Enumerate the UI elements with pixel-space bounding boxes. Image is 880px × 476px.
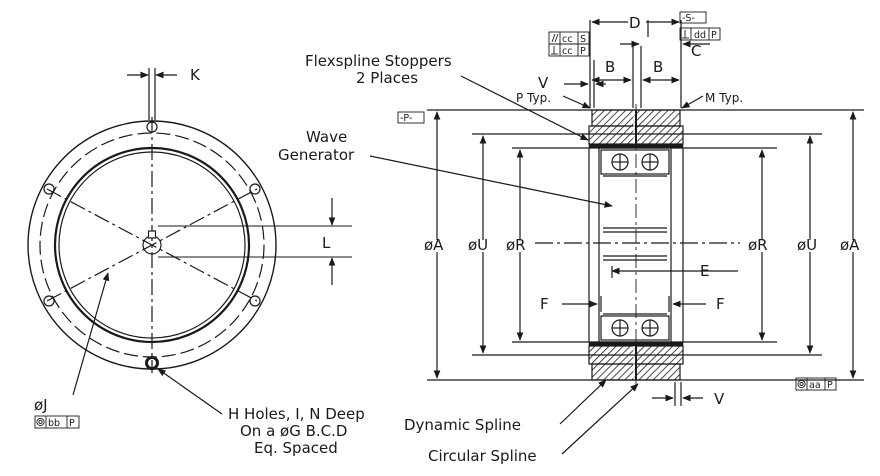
label-f-right: F xyxy=(716,295,725,313)
label-dynamic-spline: Dynamic Spline xyxy=(404,416,521,434)
datum-s: -S- xyxy=(682,13,695,24)
section-view xyxy=(369,18,864,455)
fcf-aa-tolerance: aa xyxy=(809,380,821,391)
front-view xyxy=(27,68,352,415)
fcf-boxes xyxy=(34,11,837,429)
label-e: E xyxy=(700,262,709,280)
fcf-aa-datum: P xyxy=(827,380,833,391)
label-r-right: øR xyxy=(748,236,768,254)
label-k: K xyxy=(190,66,201,84)
flexspline-line1: Flexspline Stoppers xyxy=(305,52,452,70)
label-p-typ: P Typ. xyxy=(516,91,551,105)
holes-note-line3: Eq. Spaced xyxy=(254,439,338,457)
fcf1-datum: S xyxy=(580,34,586,45)
label-b-right: B xyxy=(653,58,663,76)
fcf-j-tolerance: bb xyxy=(48,418,60,429)
keyway xyxy=(147,230,157,239)
label-j: øJ xyxy=(34,396,48,414)
datum-p: -P- xyxy=(400,113,412,124)
text-labels: K L øJ bb P H Holes, I, N Deep On a øG B… xyxy=(34,13,860,465)
label-a-right: øA xyxy=(840,236,860,254)
label-r-left: øR xyxy=(506,236,526,254)
label-m-typ: M Typ. xyxy=(705,91,743,105)
fcf1-tolerance: cc xyxy=(562,34,572,45)
label-b-left: B xyxy=(605,58,615,76)
fcf2-datum: P xyxy=(580,46,586,57)
label-v-top: V xyxy=(538,74,549,92)
label-l: L xyxy=(322,234,331,252)
holes-note-line1: H Holes, I, N Deep xyxy=(228,405,365,423)
holes-note-line2: On a øG B.C.D xyxy=(240,422,347,440)
fcf3-tolerance: dd xyxy=(694,30,706,41)
fcf2-tolerance: cc xyxy=(562,46,572,57)
fcf-j-datum: P xyxy=(69,418,75,429)
label-v-bottom: V xyxy=(714,390,725,408)
label-u-right: øU xyxy=(797,236,817,254)
wave-generator-line2: Generator xyxy=(278,146,355,164)
label-circular-spline: Circular Spline xyxy=(428,447,537,465)
label-f-left: F xyxy=(540,295,549,313)
wave-generator-line1: Wave xyxy=(306,128,347,146)
fcf3-datum: P xyxy=(711,30,717,41)
label-d: D xyxy=(629,14,641,32)
label-u-left: øU xyxy=(468,236,488,254)
label-a-left: øA xyxy=(424,236,444,254)
mounting-holes xyxy=(43,121,261,370)
flexspline-line2: 2 Places xyxy=(356,69,418,87)
label-c: C xyxy=(691,42,701,60)
